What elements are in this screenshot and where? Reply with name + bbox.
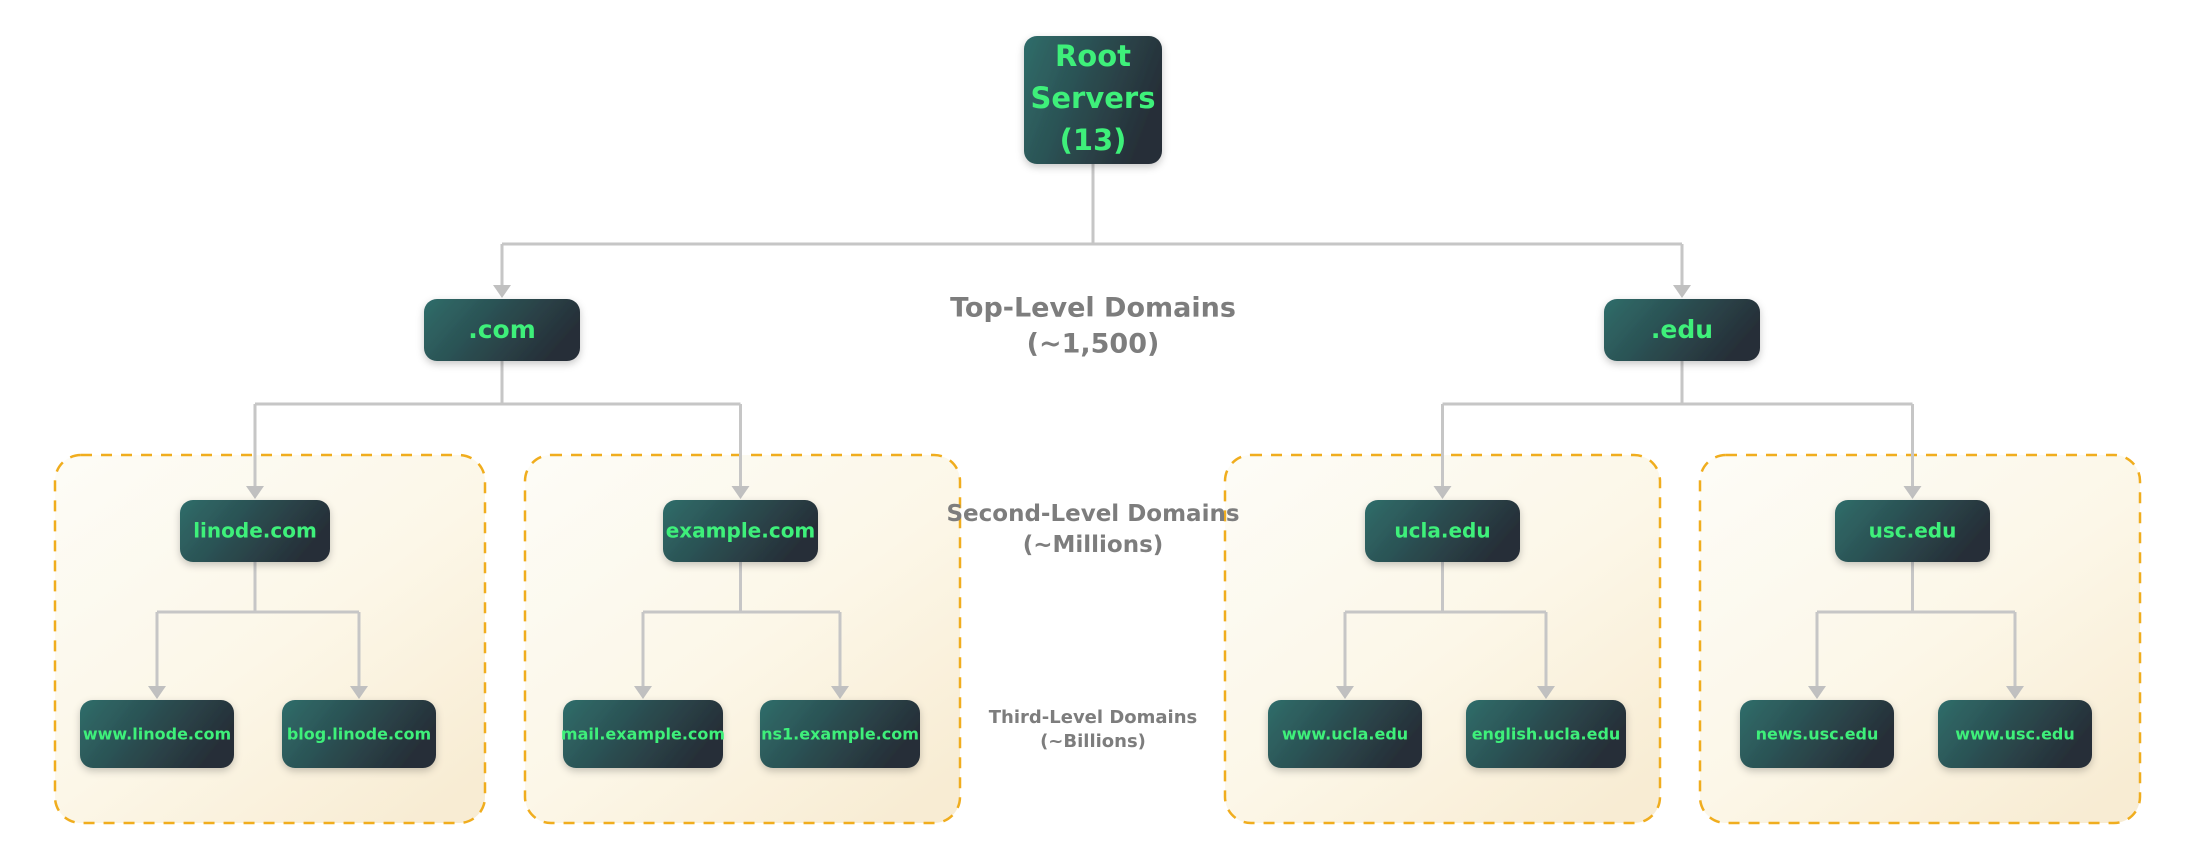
3ld-ns1-example[interactable]: ns1.example.com (760, 700, 920, 768)
root-servers-label-line-2: Servers (1031, 81, 1156, 115)
3ld-news-usc-box[interactable] (1740, 700, 1894, 768)
tier-third-line-1: Third-Level Domains (989, 707, 1197, 728)
sld-linode[interactable]: linode.com (180, 500, 330, 562)
3ld-blog-linode[interactable]: blog.linode.com (282, 700, 436, 768)
tld-edu[interactable]: .edu (1604, 299, 1760, 361)
3ld-www-usc[interactable]: www.usc.edu (1938, 700, 2092, 768)
arrow-head-icon (1673, 285, 1691, 298)
arrow-head-icon (1433, 486, 1452, 499)
conn-linode-to-3lds (148, 562, 368, 699)
3ld-mail-example-box[interactable] (563, 700, 723, 768)
conn-com-to-slds (246, 361, 750, 499)
3ld-www-linode-box[interactable] (80, 700, 234, 768)
arrow-head-icon (831, 686, 849, 699)
arrow-head-icon (350, 686, 368, 699)
sld-usc-box[interactable] (1835, 500, 1990, 562)
3ld-mail-example[interactable]: mail.example.com (561, 700, 725, 768)
3ld-www-ucla[interactable]: www.ucla.edu (1268, 700, 1422, 768)
sld-example-box[interactable] (663, 500, 818, 562)
tld-com-box[interactable] (424, 299, 580, 361)
tier-second-line-1: Second-Level Domains (946, 501, 1239, 527)
tld-edu-label: .edu (1651, 315, 1713, 344)
tier-tld: Top-Level Domains (~1,500) (950, 292, 1236, 359)
3ld-www-linode-label: www.linode.com (83, 725, 231, 744)
3ld-news-usc[interactable]: news.usc.edu (1740, 700, 1894, 768)
3ld-www-usc-label: www.usc.edu (1955, 725, 2075, 744)
3ld-ns1-example-box[interactable] (760, 700, 920, 768)
3ld-blog-linode-box[interactable] (282, 700, 436, 768)
arrow-head-icon (1808, 686, 1826, 699)
3ld-news-usc-label: news.usc.edu (1756, 725, 1879, 744)
tier-second: Second-Level Domains (~Millions) (946, 501, 1239, 558)
sld-ucla-label: ucla.edu (1394, 519, 1490, 543)
3ld-blog-linode-label: blog.linode.com (287, 725, 431, 744)
arrow-head-icon (731, 486, 750, 499)
arrow-head-icon (148, 686, 166, 699)
sld-example[interactable]: example.com (663, 500, 818, 562)
arrow-head-icon (1537, 686, 1555, 699)
arrow-head-icon (634, 686, 652, 699)
arrow-head-icon (1903, 486, 1922, 499)
sld-usc[interactable]: usc.edu (1835, 500, 1990, 562)
3ld-www-ucla-label: www.ucla.edu (1282, 725, 1408, 744)
connector-lines (148, 164, 2024, 699)
3ld-english-ucla-box[interactable] (1466, 700, 1626, 768)
3ld-www-ucla-box[interactable] (1268, 700, 1422, 768)
3ld-www-linode[interactable]: www.linode.com (80, 700, 234, 768)
3ld-english-ucla-label: english.ucla.edu (1472, 725, 1621, 744)
3ld-www-usc-box[interactable] (1938, 700, 2092, 768)
arrow-head-icon (246, 486, 264, 499)
conn-example-to-3lds (634, 562, 849, 699)
sld-usc-label: usc.edu (1869, 519, 1957, 543)
tier-labels: Top-Level Domains (~1,500) Second-Level Do… (946, 292, 1239, 752)
tier-tld-line-2: (~1,500) (1027, 329, 1160, 360)
tier-third-line-2: (~Billions) (1040, 731, 1146, 752)
tld-com[interactable]: .com (424, 299, 580, 361)
conn-edu-to-slds (1433, 361, 1922, 499)
sld-example-label: example.com (666, 519, 816, 543)
3ld-english-ucla[interactable]: english.ucla.edu (1466, 700, 1626, 768)
3ld-ns1-example-label: ns1.example.com (761, 725, 919, 744)
sld-linode-box[interactable] (180, 500, 330, 562)
3ld-mail-example-label: mail.example.com (561, 725, 725, 744)
tier-tld-line-1: Top-Level Domains (950, 292, 1236, 323)
tld-edu-box[interactable] (1604, 299, 1760, 361)
conn-root-to-tlds (493, 164, 1691, 298)
arrow-head-icon (2006, 686, 2024, 699)
arrow-head-icon (1336, 686, 1354, 699)
conn-usc-to-3lds (1808, 562, 2024, 699)
root-servers-box[interactable] (1024, 36, 1162, 164)
sld-linode-label: linode.com (193, 519, 317, 543)
tier-third: Third-Level Domains (~Billions) (989, 707, 1197, 752)
sld-ucla-box[interactable] (1365, 500, 1520, 562)
root-servers-label-line-3: (13) (1060, 123, 1127, 157)
arrow-head-icon (493, 285, 511, 298)
tld-com-label: .com (468, 315, 536, 344)
conn-ucla-to-3lds (1336, 562, 1555, 699)
root-servers-label-line-1: Root (1055, 39, 1131, 73)
tier-second-line-2: (~Millions) (1023, 532, 1164, 558)
sld-ucla[interactable]: ucla.edu (1365, 500, 1520, 562)
